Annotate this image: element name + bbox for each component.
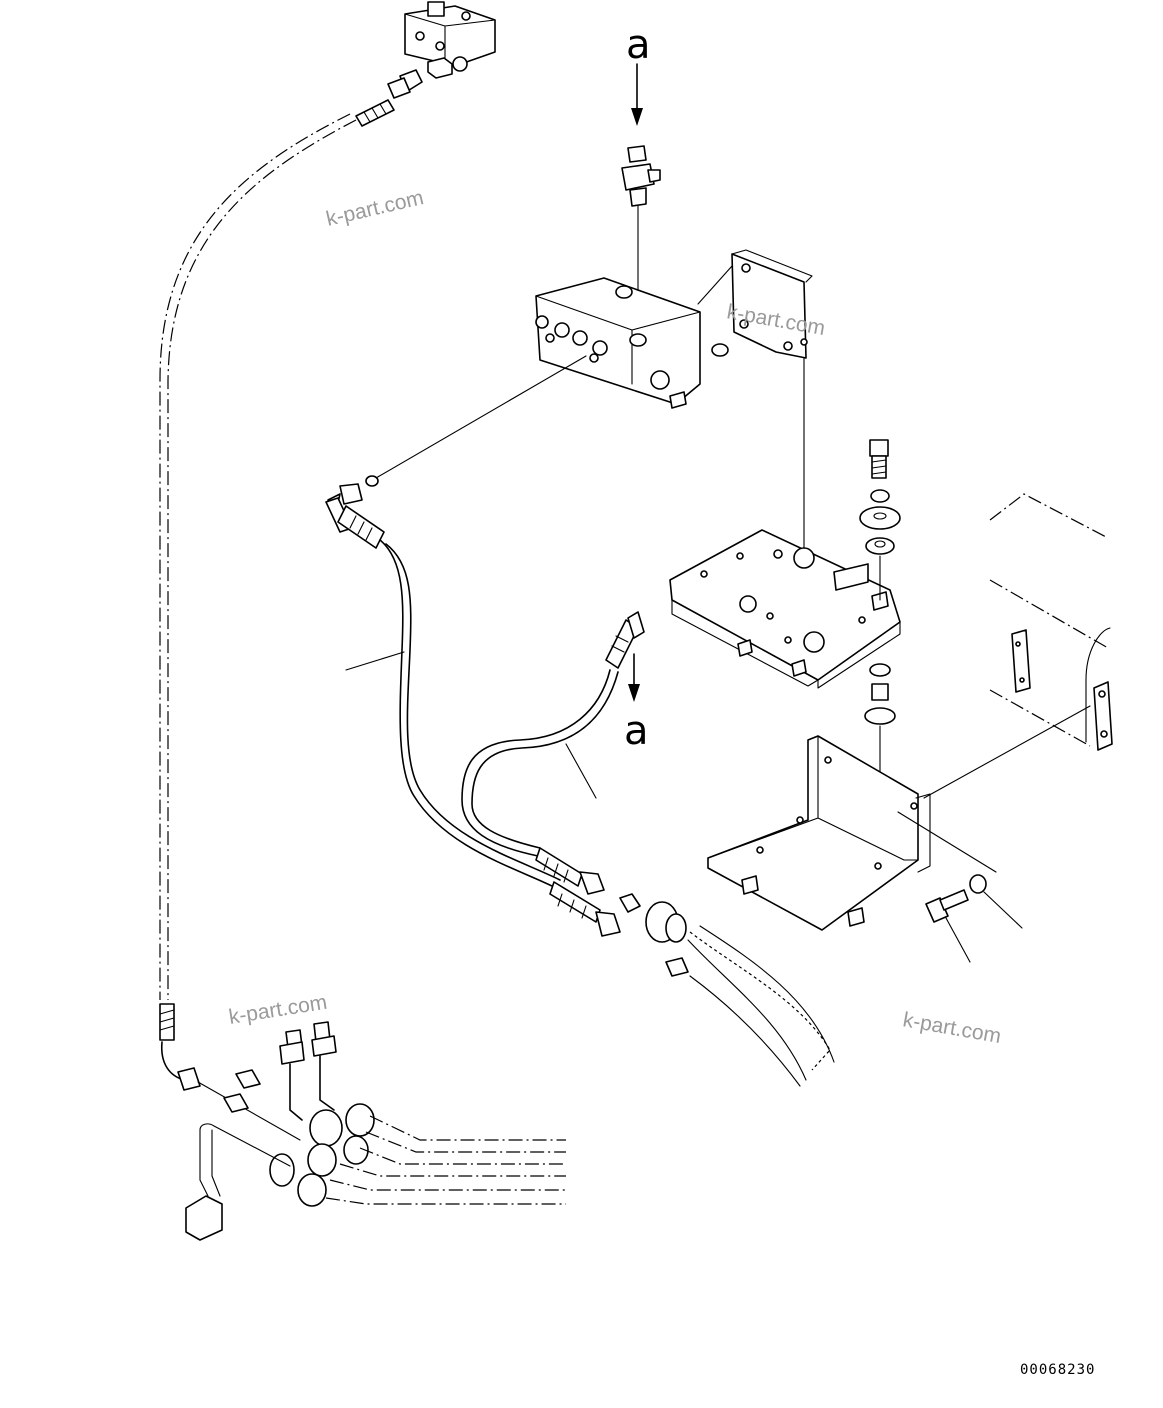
- bolt-stack-upper: [859, 439, 901, 601]
- watermark-3: k-part.com: [227, 991, 329, 1029]
- hose-bundle: [159, 1003, 566, 1241]
- watermark-1: k-part.com: [324, 186, 426, 231]
- ref-arrow-down-top: [631, 63, 643, 126]
- drawing-number: 00068230: [1020, 1362, 1095, 1378]
- bolt-washer: [925, 874, 1023, 963]
- clamp-tubes: [619, 893, 835, 1087]
- watermark-4: k-part.com: [901, 1008, 1003, 1048]
- valve-block: [535, 277, 729, 409]
- cab-panel-outline: [989, 493, 1113, 751]
- ref-label-a-top: a: [626, 22, 651, 68]
- top-hose: [159, 99, 395, 1000]
- mounting-plate: [669, 529, 901, 689]
- ref-label-a-bottom: a: [624, 708, 649, 754]
- branch-hose: [461, 611, 645, 857]
- top-valve: [387, 1, 496, 99]
- support-bracket: [707, 705, 1091, 931]
- ref-arrow-down-bottom: [628, 653, 640, 702]
- hose-end-fittings: [535, 847, 621, 937]
- leader-line-oring: [375, 355, 587, 479]
- main-hose: [325, 483, 561, 889]
- o-ring: [365, 475, 379, 487]
